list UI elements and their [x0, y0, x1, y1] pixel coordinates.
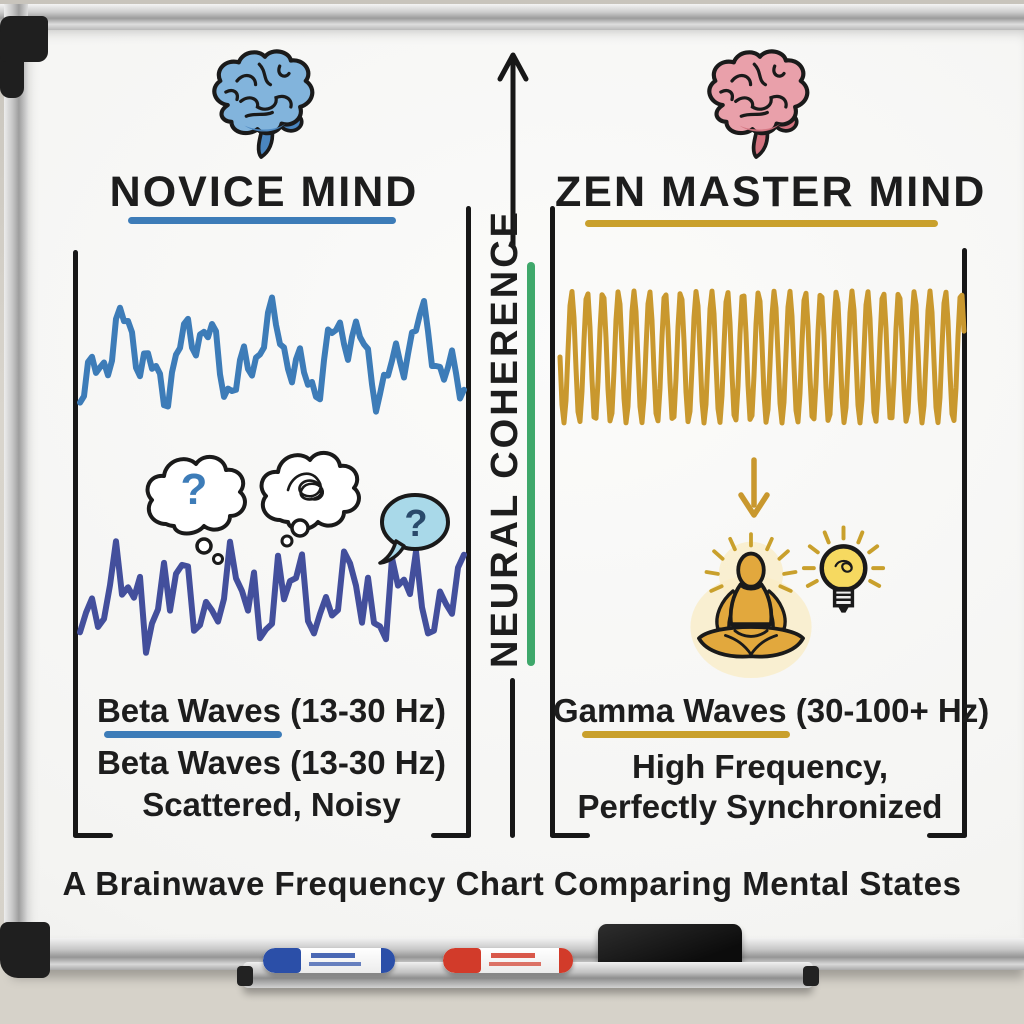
right-label-1: Gamma Waves (30-100+ Hz) [553, 692, 990, 729]
frame-corner-cap-bottom-left [0, 922, 50, 978]
beta-wave-spiky [77, 538, 467, 656]
thought-bubble-tangle-icon [259, 450, 361, 548]
left-panel-bracket-foot [73, 833, 113, 838]
right-panel-bracket-right [962, 248, 967, 838]
left-label-3: Scattered, Noisy [142, 786, 401, 823]
left-label-1: Beta Waves (13-30 Hz) [96, 692, 447, 729]
lightbulb-icon [801, 525, 886, 613]
left-panel-bracket-foot [431, 833, 471, 838]
question-mark: ? [404, 503, 427, 545]
axis-lower-segment [510, 678, 515, 838]
right-panel-bracket-left [550, 206, 555, 838]
left-panel-bracket-right [466, 206, 471, 838]
frame-corner-cap-top-left [0, 16, 48, 62]
meditating-figure-icon [690, 532, 812, 679]
brain-blue-icon [212, 49, 315, 159]
brain-pink-icon [707, 49, 810, 159]
crossed-legs-lines [724, 629, 778, 656]
bulb-filament [834, 559, 853, 573]
coherence-green-line [527, 262, 535, 666]
chart-caption: A Brainwave Frequency Chart Comparing Me… [62, 865, 962, 902]
blue-marker [263, 948, 395, 973]
right-panel-bracket-foot [927, 833, 967, 838]
thought-bubble-question-icon: ? [145, 454, 247, 565]
right-label-2: High Frequency, [631, 748, 889, 785]
right-panel-bracket-foot [550, 833, 590, 838]
marker-print [491, 953, 535, 958]
brain-gyri-lines [224, 62, 293, 118]
red-marker-cap [443, 948, 481, 973]
frame-left-rail [4, 4, 28, 954]
question-mark: ? [181, 465, 208, 514]
beta-waves-underline [104, 731, 282, 738]
blue-marker-cap [263, 948, 301, 973]
tangle-scribble [286, 472, 325, 501]
gamma-wave-uniform [557, 288, 967, 426]
gold-down-arrow-icon [738, 457, 770, 518]
gamma-waves-underline [582, 731, 790, 738]
confusion-bubbles: ? ? [145, 450, 450, 565]
frame-top-rail [0, 4, 1024, 30]
right-panel-title: ZEN MASTER MIND [555, 168, 987, 216]
neural-coherence-axis-label: NEURAL COHERENCE [484, 208, 526, 668]
brain-gyri-lines [719, 62, 788, 118]
beta-wave-irregular [77, 294, 467, 415]
marker-ring [559, 948, 573, 973]
tray-end-cap [803, 966, 819, 986]
red-marker [443, 948, 573, 973]
coherence-up-arrow-icon [497, 52, 529, 249]
tray-end-cap [237, 966, 253, 986]
left-panel-title: NOVICE MIND [109, 168, 419, 216]
marker-ring [381, 948, 395, 973]
marker-print [311, 953, 355, 958]
left-panel-bracket-left [73, 250, 78, 838]
speech-bubble-question-icon: ? [378, 493, 450, 565]
left-title-underline [128, 217, 396, 224]
marker-print [489, 962, 541, 966]
marker-print [309, 962, 361, 966]
bulb-rays [801, 525, 886, 588]
radiance-rays [704, 532, 798, 593]
right-title-underline [585, 220, 938, 227]
right-label-3: Perfectly Synchronized [577, 788, 943, 825]
left-label-2: Beta Waves (13-30 Hz) [96, 744, 447, 781]
